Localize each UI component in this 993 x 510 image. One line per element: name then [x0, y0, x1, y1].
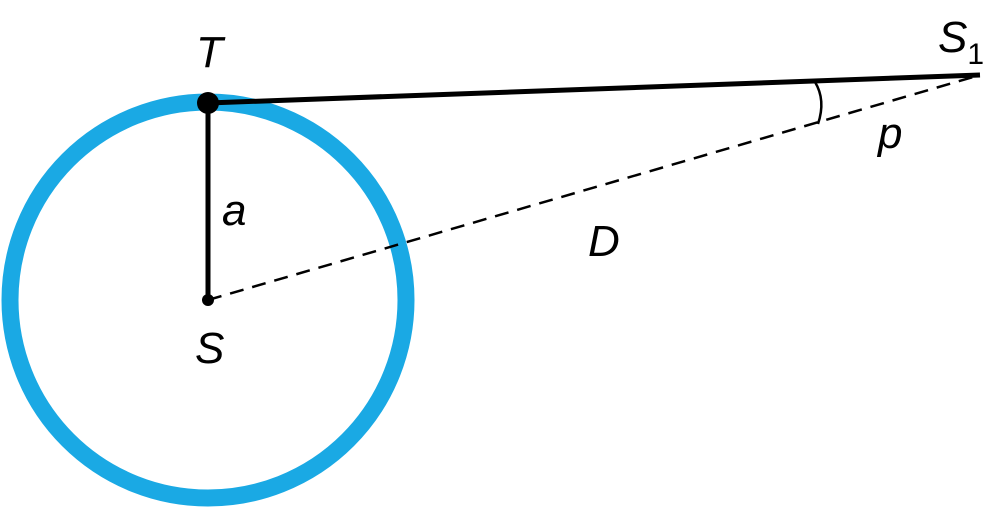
label-T: T [196, 28, 226, 77]
dashed-line-D [207, 73, 981, 302]
label-D: D [588, 217, 620, 266]
label-S1: S1 [938, 13, 984, 71]
label-a: a [222, 186, 246, 235]
label-S1-subscript: 1 [967, 38, 984, 71]
point-T [197, 92, 219, 114]
point-S [202, 294, 214, 306]
label-S: S [195, 324, 224, 373]
label-p: p [876, 109, 902, 158]
label-S1-main: S [938, 13, 967, 62]
angle-arc-p [813, 81, 823, 125]
tangent-line [207, 72, 981, 106]
